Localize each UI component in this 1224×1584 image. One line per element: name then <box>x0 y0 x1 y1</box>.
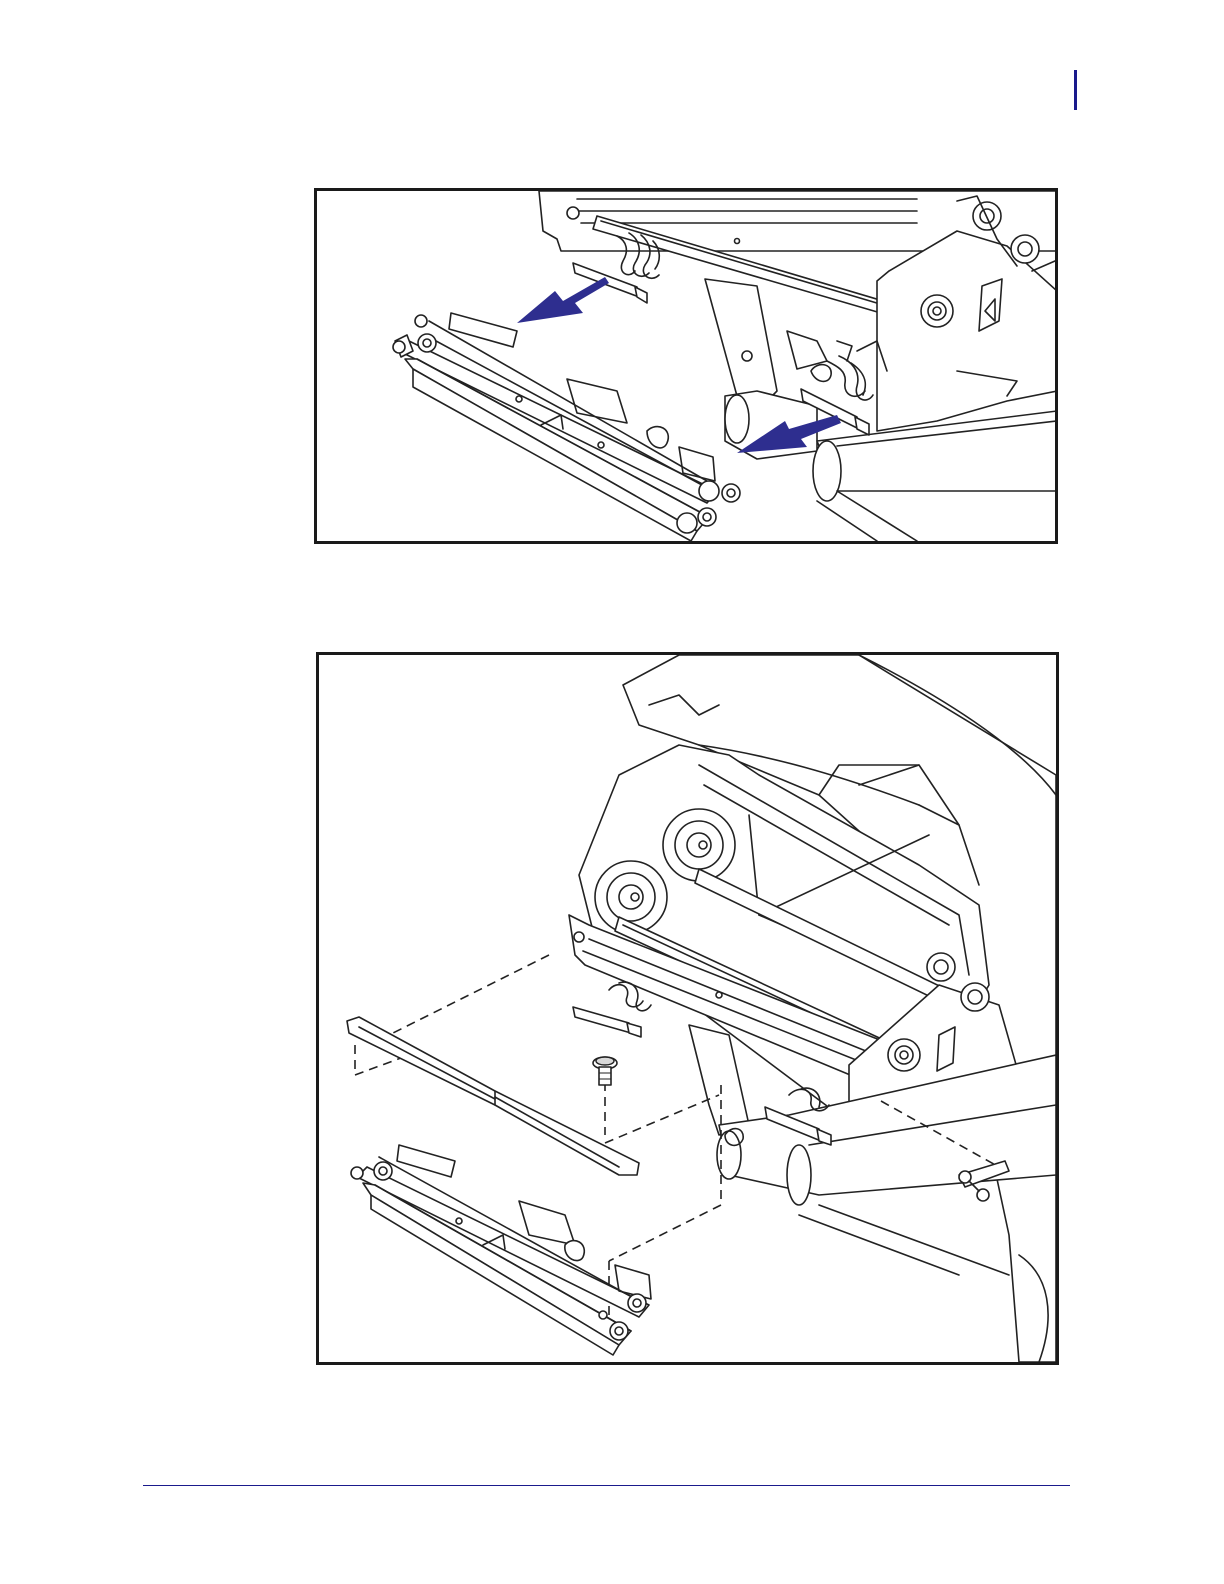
footer-rule <box>143 1485 1070 1486</box>
printhead-support-bracket <box>347 1017 639 1175</box>
printhead-assembly <box>351 1145 651 1355</box>
figure-disconnect-printhead-cables <box>314 188 1058 544</box>
chapter-tab-marker <box>1074 70 1077 110</box>
printer-housing <box>569 655 1056 1362</box>
mounting-screw <box>593 1057 617 1085</box>
printhead-exploded-illustration <box>319 655 1056 1362</box>
arrow-left-cable-pull <box>517 277 609 323</box>
printhead-assembly <box>393 313 740 541</box>
printhead-cable-illustration <box>317 191 1055 541</box>
figure-printhead-exploded-view <box>316 652 1059 1365</box>
